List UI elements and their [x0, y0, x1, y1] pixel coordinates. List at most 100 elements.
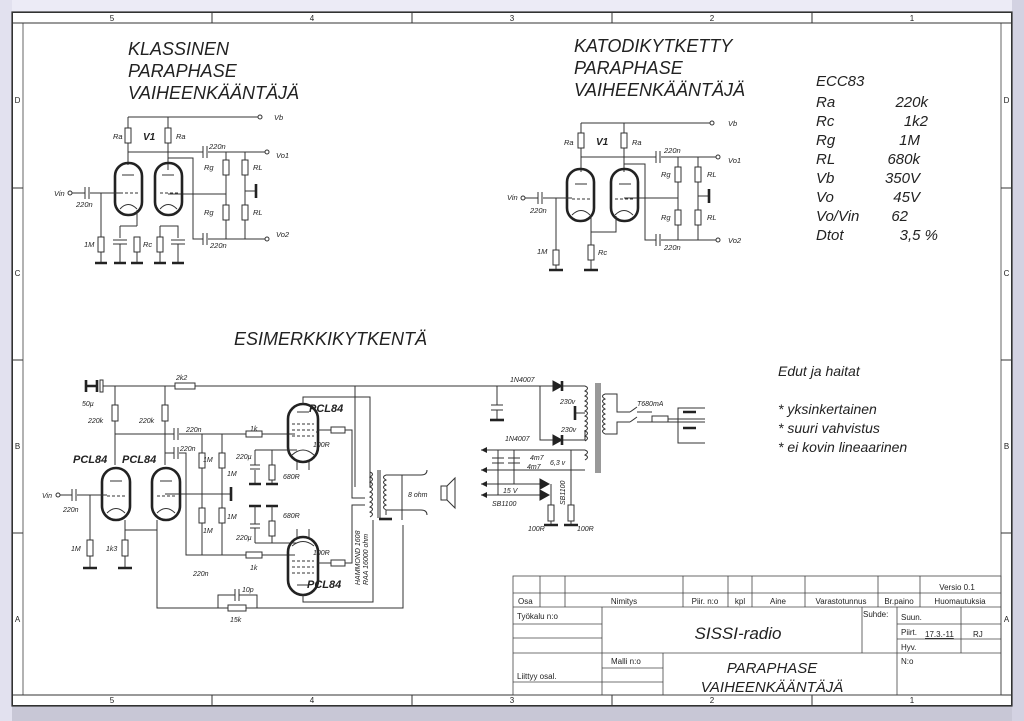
label-rl: RL [707, 170, 717, 179]
notes: Edut ja haitat * yksinkertainen * suuri … [778, 363, 907, 455]
spec-value: 350V [885, 170, 922, 187]
header-osa: Osa [518, 597, 533, 606]
spec-tube: ECC83 [816, 73, 865, 90]
label-v1: V1 [143, 132, 156, 143]
row-marker: A [15, 615, 21, 624]
label-1m: 1M [227, 514, 237, 521]
row-marker: D [1004, 96, 1010, 105]
label-220n: 220n [209, 241, 227, 250]
label-pcl84: PCL84 [309, 403, 343, 415]
column-marker: 1 [910, 14, 915, 23]
spec-value: 45V [893, 189, 922, 206]
label-pcl84: PCL84 [122, 454, 156, 466]
column-marker: 3 [510, 696, 515, 705]
row-marker: B [1004, 442, 1009, 451]
label-vin: Vin [42, 493, 52, 500]
cathode-title: KATODIKYTKETTY PARAPHASE VAIHEENKÄÄNTÄJÄ [574, 36, 745, 100]
spec-value: 62 [891, 208, 908, 225]
column-marker: 3 [510, 14, 515, 23]
title-block: Versio 0.1 Osa Nimitys Piir. n:o kpl Ain… [512, 575, 1002, 696]
column-marker: 5 [110, 14, 115, 23]
label-1n4007: 1N4007 [505, 436, 531, 443]
label-4m7: 4m7 [530, 455, 545, 462]
title-line: KATODIKYTKETTY [574, 36, 734, 56]
label-hammond-ohm: RAA 16000 ohm [363, 534, 370, 585]
spec-value: 1k2 [904, 113, 929, 130]
label-hammond: HAMMOND 1608 [355, 530, 362, 585]
label-pcl84: PCL84 [73, 454, 107, 466]
label-220n: 220n [185, 427, 202, 434]
label-100r: 100R [528, 526, 545, 533]
label-ra: Ra [176, 132, 186, 141]
spec-value: 680k [887, 151, 921, 168]
spec-name: RL [816, 151, 835, 168]
spec-value: 220k [894, 94, 929, 111]
spec-name: Rc [816, 113, 835, 130]
piirt-label: Piirt. [901, 628, 917, 637]
label-220n: 220n [663, 243, 681, 252]
column-marker: 5 [110, 696, 115, 705]
terminal-vin [67, 190, 73, 196]
label-vo1: Vo1 [276, 151, 289, 160]
version-label: Versio 0.1 [939, 583, 975, 592]
label-v1: V1 [596, 137, 609, 148]
classic-title: KLASSINEN PARAPHASE VAIHEENKÄÄNTÄJÄ [128, 39, 299, 103]
label-rg: Rg [204, 163, 214, 172]
hyv-label: Hyv. [901, 643, 916, 652]
label-vb: Vb [274, 113, 283, 122]
drawing-author: RJ [973, 630, 983, 639]
row-marker: A [1004, 615, 1010, 624]
notes-heading: Edut ja haitat [778, 363, 861, 379]
label-1k: 1k [250, 565, 258, 572]
label-230v: 230v [560, 427, 577, 434]
spec-name: Dtot [816, 227, 844, 244]
row-markers-left: D C B A [15, 96, 21, 624]
header-piir-no: Piir. n:o [692, 597, 719, 606]
resistor-ra1 [124, 127, 132, 144]
label-1m: 1M [203, 528, 213, 535]
label-rl: RL [707, 213, 717, 222]
spec-name: Vo [816, 189, 834, 206]
row-marker: D [15, 96, 21, 105]
label-100r: 100R [313, 550, 330, 557]
row-marker: C [15, 269, 21, 278]
label-sb1100: SB1100 [492, 501, 516, 508]
label-1m: 1M [71, 546, 81, 553]
label-sb1100: SB1100 [560, 481, 567, 505]
label-vin: Vin [507, 193, 518, 202]
row-markers-right: D C B A [1004, 96, 1010, 624]
label-ra: Ra [113, 132, 123, 141]
header-huomautuksia: Huomautuksia [934, 597, 986, 606]
malli-label: Malli n:o [611, 657, 641, 666]
spec-name: Rg [816, 132, 836, 149]
liittyy-label: Liittyy osal. [517, 672, 557, 681]
title-line: KLASSINEN [128, 39, 230, 59]
window-bevel-right [1012, 0, 1024, 721]
label-1k: 1k [250, 426, 258, 433]
notes-item: * suuri vahvistus [778, 420, 880, 436]
cathode-labels: Vb Vo1 Vo2 Vin V1 Ra Ra 220n 220n 220n R… [507, 119, 742, 257]
header-varastotunnus: Varastotunnus [816, 597, 867, 606]
label-1m: 1M [537, 247, 548, 256]
notes-item: * ei kovin lineaarinen [778, 439, 907, 455]
label-10p: 10p [242, 587, 254, 594]
label-230v: 230v [559, 399, 576, 406]
drawing-title-line: VAIHEENKÄÄNTÄJÄ [701, 679, 844, 696]
label-6-3v: 6,3 v [550, 460, 566, 467]
label-1m: 1M [227, 471, 237, 478]
example-labels: Vin 220n 50µ 2k2 220k 220k 220n 220n 220… [42, 375, 664, 624]
column-marker: 1 [910, 696, 915, 705]
label-220n: 220n [75, 200, 93, 209]
label-rc: Rc [598, 248, 607, 257]
header-nimitys: Nimitys [611, 597, 637, 606]
drawing-sheet [12, 12, 1012, 706]
column-marker: 4 [310, 14, 315, 23]
label-vo2: Vo2 [276, 230, 290, 239]
column-markers-top: 5 4 3 2 1 [110, 14, 915, 23]
label-rl: RL [253, 163, 263, 172]
label-fuse: T680mA [637, 401, 664, 408]
title-line: PARAPHASE [574, 58, 684, 78]
title-line: VAIHEENKÄÄNTÄJÄ [574, 80, 745, 100]
title-line: PARAPHASE [128, 61, 238, 81]
classic-schematic [67, 114, 270, 265]
